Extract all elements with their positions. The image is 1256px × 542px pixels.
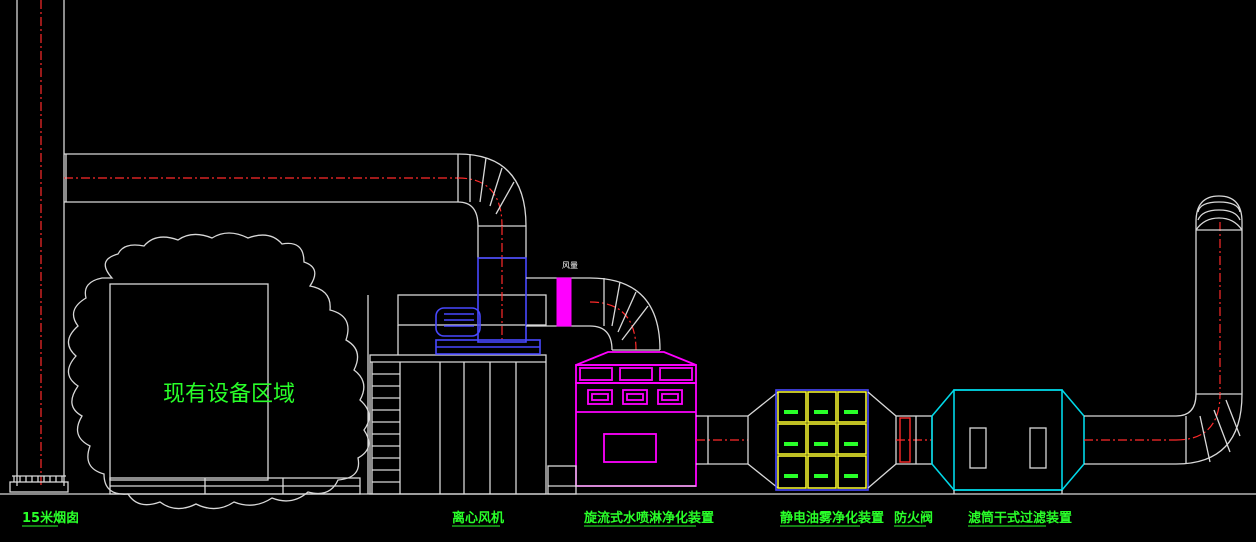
- esp-label: 静电油雾净化装置: [780, 510, 884, 526]
- chimney: [9, 0, 69, 493]
- fan-label: 离心风机: [452, 510, 504, 526]
- airflow-marker: 风量: [562, 261, 578, 270]
- top-duct: [64, 153, 527, 259]
- chimney-label: 15米烟囱: [22, 510, 79, 526]
- cartridge-filter-label: 滤筒干式过滤装置: [968, 510, 1072, 526]
- fan-outlet-duct: 风量: [526, 261, 661, 351]
- centrifugal-fan: [435, 257, 541, 355]
- cartridge-filter: [931, 389, 1085, 494]
- fan-platform: [367, 294, 547, 495]
- spray-tower-label: 旋流式水喷淋净化装置: [583, 510, 714, 526]
- outlet-riser: [1084, 195, 1243, 465]
- existing-area-label: 现有设备区域: [163, 382, 295, 407]
- fire-valve: [895, 415, 933, 465]
- fire-valve-label: 防火阀: [894, 510, 933, 526]
- esp-purifier: [775, 389, 897, 491]
- duct-to-esp: [696, 391, 779, 489]
- spray-tower: [547, 351, 697, 495]
- existing-equipment-area: 现有设备区域: [67, 232, 370, 510]
